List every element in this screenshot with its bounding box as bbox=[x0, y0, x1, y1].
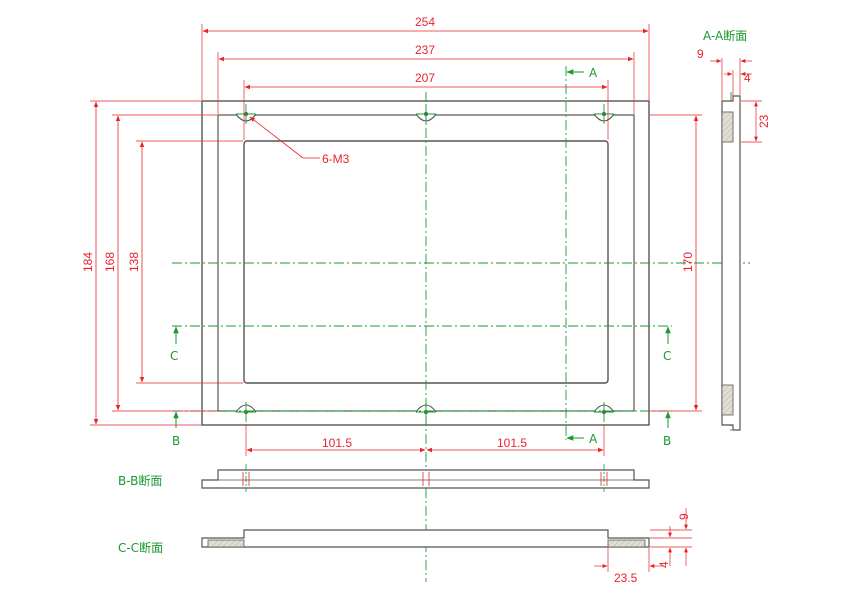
section-c-c-outline bbox=[201, 529, 650, 548]
screw-callout-leader bbox=[249, 116, 320, 159]
section-b-b-axes bbox=[245, 464, 605, 492]
section-a-a-title: A-A断面 bbox=[703, 28, 747, 43]
section-mark-c-left: C bbox=[170, 349, 178, 363]
section-b-b-holes bbox=[242, 472, 608, 486]
dim-bolt-width: 237 bbox=[415, 43, 435, 57]
section-mark-b-left: B bbox=[172, 434, 180, 448]
dim-half-right: 101.5 bbox=[497, 436, 527, 450]
dim-c-c-step: 4 bbox=[657, 561, 671, 568]
section-a-a-dims bbox=[710, 58, 762, 143]
screw-callout: 6-M3 bbox=[322, 152, 350, 166]
section-mark-a-top: A bbox=[589, 66, 598, 80]
dim-inner-height: 170 bbox=[681, 252, 695, 272]
section-a-a-outline bbox=[721, 95, 741, 431]
dim-overall-width: 254 bbox=[415, 15, 435, 29]
section-c-c-title: C-C断面 bbox=[118, 540, 163, 555]
section-b-b-outline bbox=[201, 469, 650, 489]
section-arrows bbox=[173, 69, 671, 441]
dim-opening-height: 138 bbox=[127, 252, 141, 272]
dimension-lines bbox=[93, 28, 699, 453]
dim-c-c-flange: 23.5 bbox=[614, 571, 638, 585]
center-lines bbox=[172, 66, 750, 582]
section-c-c-dims bbox=[594, 508, 692, 572]
dim-overall-height: 184 bbox=[81, 252, 95, 272]
dim-a-a-thickness: 9 bbox=[697, 47, 704, 61]
section-mark-c-right: C bbox=[663, 349, 671, 363]
screw-axis-lines bbox=[236, 104, 614, 422]
section-mark-a-bottom: A bbox=[589, 432, 598, 446]
dim-bolt-height: 168 bbox=[103, 252, 117, 272]
section-mark-b-right: B bbox=[663, 434, 671, 448]
section-b-b-title: B-B断面 bbox=[118, 473, 162, 488]
section-c-c-view bbox=[201, 529, 650, 548]
dim-a-a-step: 4 bbox=[744, 71, 751, 85]
dim-a-a-lip: 23 bbox=[757, 114, 771, 128]
section-a-a-view bbox=[721, 95, 741, 431]
dim-opening-width: 207 bbox=[415, 71, 435, 85]
dim-c-c-thickness: 9 bbox=[677, 513, 691, 520]
extension-lines bbox=[90, 24, 702, 456]
dim-half-left: 101.5 bbox=[322, 436, 352, 450]
section-b-b-view bbox=[201, 469, 650, 489]
